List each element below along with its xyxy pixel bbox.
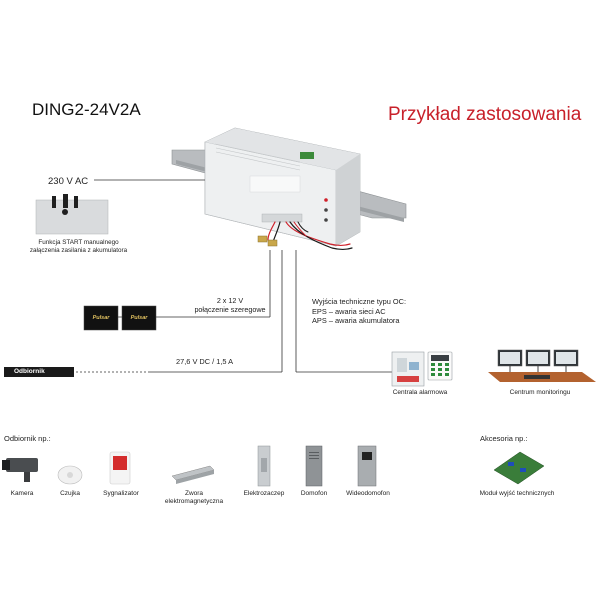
outputs-eps: EPS – awaria sieci AC bbox=[312, 306, 386, 316]
accessory-module-caption: Moduł wyjść technicznych bbox=[479, 490, 555, 497]
technical-outputs-label: Wyjścia techniczne typu OC: EPS – awaria… bbox=[312, 297, 406, 326]
receivers-title: Odbiornik np.: bbox=[4, 434, 51, 443]
start-function-line1: Funkcja START manualnego bbox=[38, 239, 119, 246]
wires bbox=[257, 221, 353, 251]
receiver-intercom-caption: Domofon bbox=[300, 490, 328, 497]
power-supply-module bbox=[204, 127, 361, 247]
battery-2: Pulsar bbox=[121, 305, 157, 331]
series-line2: połączenie szeregowe bbox=[194, 305, 266, 314]
receiver-detector-caption: Czujka bbox=[60, 490, 80, 497]
motion-detector-icon bbox=[57, 465, 83, 485]
receiver-video-intercom-caption: Wideodomofon bbox=[346, 490, 390, 497]
series-line1: 2 x 12 V bbox=[216, 296, 244, 305]
alarm-center-caption: Centrala alarmowa bbox=[392, 389, 448, 396]
battery-1-brand: Pulsar bbox=[93, 315, 111, 321]
mains-voltage-label: 230 V AC bbox=[48, 176, 89, 187]
receiver-tag: Odbiornik bbox=[4, 367, 74, 377]
receiver-siren-caption: Sygnalizator bbox=[103, 490, 139, 497]
model-name: DING2-24V2A bbox=[32, 100, 141, 119]
terminal-block-green bbox=[300, 152, 314, 159]
camera-icon bbox=[2, 458, 38, 482]
outputs-aps: APS – awaria akumulatora bbox=[312, 316, 400, 326]
electric-strike-icon bbox=[257, 445, 271, 487]
monitoring-center-caption: Centrum monitoringu bbox=[509, 389, 571, 396]
technical-output-module-icon bbox=[493, 451, 545, 485]
output-dc-label: 27,6 V DC / 1,5 A bbox=[176, 357, 234, 366]
start-function-line2: załączenia zasilania z akumulatora bbox=[29, 246, 128, 254]
intercom-icon bbox=[305, 445, 323, 487]
receiver-electromagnet-caption: Zwora elektromagnetyczna bbox=[164, 490, 224, 506]
led-indicator bbox=[324, 198, 328, 202]
receiver-strike-caption: Elektrozaczep bbox=[243, 490, 285, 497]
monitoring-center-photo bbox=[488, 349, 596, 382]
receiver-camera-caption: Kamera bbox=[10, 490, 34, 497]
battery-2-brand: Pulsar bbox=[131, 315, 149, 321]
battery-1: Pulsar bbox=[83, 305, 119, 331]
start-button-photo bbox=[35, 194, 109, 235]
page-title: Przykład zastosowania bbox=[388, 104, 582, 125]
electromagnet-icon bbox=[171, 465, 215, 484]
outputs-title: Wyjścia techniczne typu OC: bbox=[312, 297, 406, 306]
accessories-title: Akcesoria np.: bbox=[480, 434, 528, 443]
alarm-panel-photo bbox=[391, 351, 453, 387]
start-function-label: Funkcja START manualnego załączenia zasi… bbox=[16, 239, 141, 255]
video-intercom-icon bbox=[357, 445, 377, 487]
series-connection-label: 2 x 12 V połączenie szeregowe bbox=[184, 296, 276, 314]
siren-icon bbox=[109, 451, 131, 485]
